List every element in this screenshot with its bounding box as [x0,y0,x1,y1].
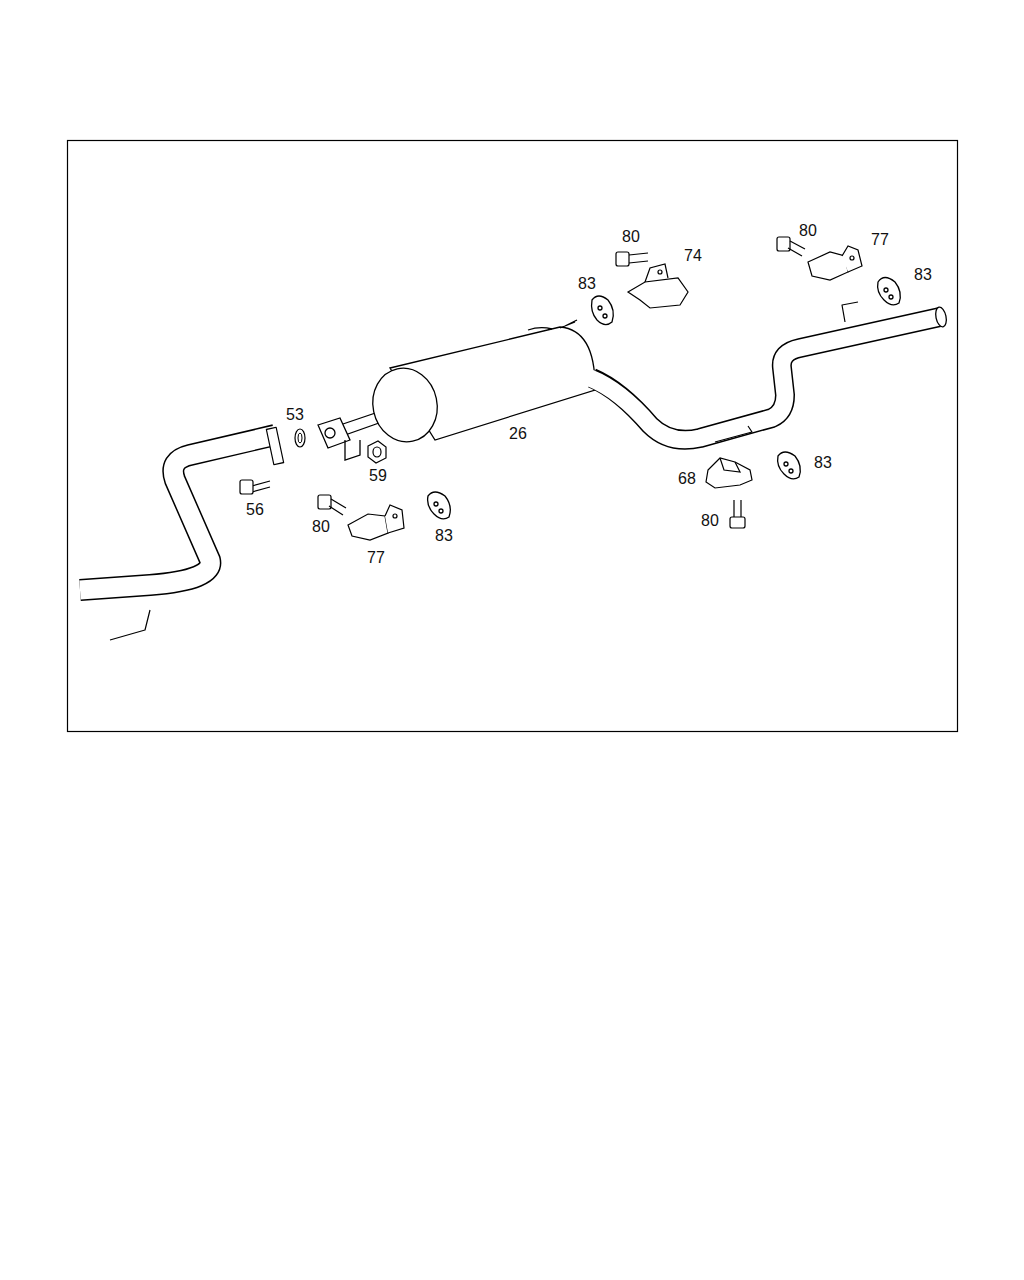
nut [368,441,386,463]
callout-number: 80 [699,512,721,530]
bracket [706,458,752,488]
callout-number: 74 [682,247,704,265]
callout-number: 59 [367,467,389,485]
bolt [318,237,805,528]
callout-number: 80 [797,222,819,240]
gasket [295,429,305,447]
callout-number: 77 [365,549,387,567]
callout-number: 80 [620,228,642,246]
callout-number: 77 [869,231,891,249]
callout-number: 56 [244,501,266,519]
bolt [240,480,270,494]
gasket-hole [298,433,302,443]
callout-number: 83 [912,266,934,284]
callout-number: 83 [433,527,455,545]
rubber-hanger [428,278,901,519]
muffler [318,320,595,460]
callout-number: 83 [812,454,834,472]
bracket [628,264,688,308]
callout-number: 83 [576,275,598,293]
tail-pipe [590,302,948,442]
bracket [348,505,404,540]
callout-number: 26 [507,425,529,443]
callout-number: 80 [310,518,332,536]
frame [68,141,958,732]
callout-number: 53 [284,406,306,424]
front-pipe [80,427,284,640]
bracket [808,246,862,280]
callout-number: 68 [676,470,698,488]
